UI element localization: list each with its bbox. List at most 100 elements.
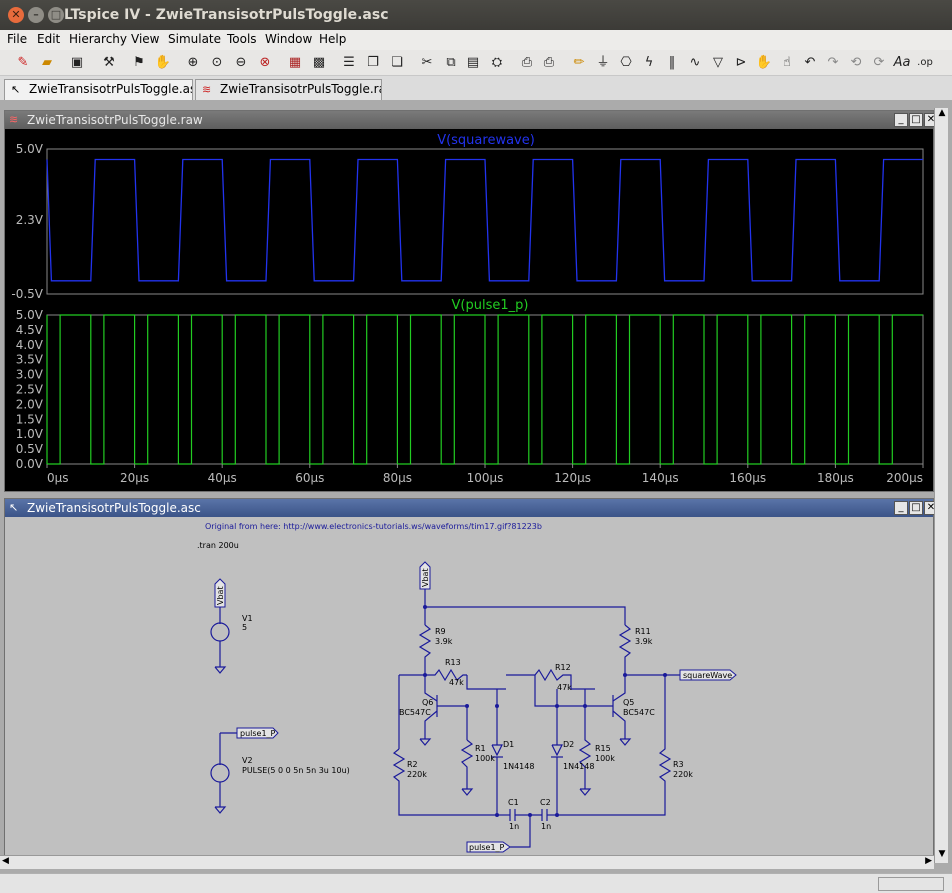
xtick-label: 0µs: [47, 471, 69, 485]
tab-waveform[interactable]: ≋ ZwieTransisotrPulsToggle.raw: [195, 79, 382, 100]
capacitor-icon[interactable]: ‖: [668, 55, 676, 70]
redo-icon[interactable]: ↷: [827, 55, 839, 70]
maximize-button[interactable]: □: [909, 501, 923, 515]
zoom-out-icon[interactable]: ⊖: [235, 55, 247, 70]
undo-icon[interactable]: ↶: [804, 55, 816, 70]
svg-text:pulse1_P: pulse1_P: [469, 843, 505, 852]
top-ytick-label: 5.0V: [16, 142, 44, 156]
r15-value: 100k: [595, 754, 615, 763]
paste-icon[interactable]: ▤: [466, 55, 480, 70]
squarewave-flag[interactable]: squareWave: [679, 669, 737, 681]
horizontal-scrollbar[interactable]: ◀ ▶: [0, 855, 934, 869]
bottom-ytick-label: 4.0V: [16, 338, 44, 352]
zoom-in-icon[interactable]: ⊕: [187, 55, 199, 70]
bottom-ytick-label: 3.0V: [16, 368, 44, 382]
open-folder-icon[interactable]: ▰: [42, 55, 52, 70]
r13-name: R13: [445, 658, 461, 667]
component-icon[interactable]: ⊳: [735, 55, 747, 70]
menu-hierarchy[interactable]: Hierarchy: [69, 32, 128, 46]
waveform-plot[interactable]: V(squarewave) 5.0V2.3V-0.5V V(pulse1_p) …: [5, 129, 933, 491]
rotate-icon[interactable]: ⟲: [850, 55, 862, 70]
tab-schematic-label: ZwieTransisotrPulsToggle.asc: [29, 82, 193, 96]
spice-directive-icon[interactable]: .op: [917, 57, 933, 68]
print-setup-icon[interactable]: ⎙: [521, 55, 533, 70]
scroll-right-icon[interactable]: ▶: [925, 856, 932, 866]
autorange-icon[interactable]: ▦: [288, 55, 302, 70]
toolbar: ✎ ▰ ▣ ⚒ ⚑ ✋ ⊕ ⊙ ⊖ ⊗ ▦ ▩ ☰ ❐ ❏ ✂ ⧉ ▤ ⛭ ⎙ …: [0, 50, 952, 76]
control-panel-icon[interactable]: ⚒: [103, 55, 115, 70]
tran-directive[interactable]: .tran 200u: [197, 541, 239, 550]
menu-help[interactable]: Help: [319, 32, 347, 46]
cascade-icon[interactable]: ❐: [367, 55, 379, 70]
r12-value: 47k: [557, 683, 572, 692]
pulse-flag-2[interactable]: pulse1_P: [466, 841, 511, 853]
q6-name: Q6: [422, 698, 433, 707]
svg-text:Vbat: Vbat: [421, 568, 430, 587]
xtick-label: 40µs: [208, 471, 237, 485]
mirror-icon[interactable]: ⟳: [873, 55, 885, 70]
vertical-scrollbar[interactable]: ▲ ▼: [934, 108, 948, 863]
inductor-icon[interactable]: ∿: [689, 55, 701, 70]
r15-name: R15: [595, 744, 611, 753]
r3-value: 220k: [673, 770, 693, 779]
r11-name: R11: [635, 627, 651, 636]
zoom-pan-icon[interactable]: ⊙: [211, 55, 223, 70]
print-icon[interactable]: ⎙: [543, 55, 555, 70]
schematic-canvas[interactable]: V1 5 V2 PULSE(5 0 0 5n 5n 3u 10u) R9 3.9…: [5, 517, 933, 855]
svg-text:pulse1_P: pulse1_P: [240, 729, 276, 738]
v2-value: PULSE(5 0 0 5n 5n 3u 10u): [242, 766, 350, 775]
minimize-button[interactable]: _: [894, 113, 908, 127]
c2-name: C2: [540, 798, 551, 807]
run-icon[interactable]: ⚑: [133, 55, 145, 70]
copy-icon[interactable]: ⧉: [446, 55, 456, 70]
ground-icon[interactable]: ⏚: [596, 55, 610, 70]
tile-vertical-icon[interactable]: ❏: [391, 55, 403, 70]
vbat-flag-1[interactable]: Vbat: [214, 578, 226, 608]
move-icon[interactable]: ✋: [755, 55, 773, 70]
bottom-ytick-label: 1.5V: [16, 412, 44, 426]
waveform-window-titlebar: ≋ ZwieTransisotrPulsToggle.raw _ □ ✕: [5, 111, 938, 129]
find-icon[interactable]: ⛭: [491, 55, 503, 70]
menu-edit[interactable]: Edit: [37, 32, 61, 46]
menu-view[interactable]: View: [131, 32, 160, 46]
minimize-window-button[interactable]: –: [28, 7, 44, 23]
drag-icon[interactable]: ☝: [783, 55, 791, 70]
pulse-flag-1[interactable]: pulse1_P: [236, 727, 279, 739]
source-comment[interactable]: Original from here: http://www.electroni…: [205, 522, 542, 531]
menu-simulate[interactable]: Simulate: [168, 32, 222, 46]
tab-schematic[interactable]: ↖ ZwieTransisotrPulsToggle.asc: [4, 79, 193, 100]
minimize-button[interactable]: _: [894, 501, 908, 515]
waveform-icon: ≋: [202, 83, 212, 96]
menu-window[interactable]: Window: [265, 32, 313, 46]
menu-bar: File Edit Hierarchy View Simulate Tools …: [0, 30, 952, 50]
menu-file[interactable]: File: [7, 32, 28, 46]
draw-wire-icon[interactable]: ✏: [573, 55, 585, 70]
r13-value: 47k: [449, 678, 464, 687]
xtick-label: 120µs: [554, 471, 591, 485]
tile-horizontal-icon[interactable]: ☰: [343, 55, 355, 70]
bottom-ytick-label: 4.5V: [16, 323, 44, 337]
text-icon[interactable]: Aa: [893, 55, 911, 70]
cut-icon[interactable]: ✂: [421, 55, 433, 70]
halt-icon[interactable]: ✋: [154, 55, 172, 70]
zoom-fit-icon[interactable]: ⊗: [259, 55, 271, 70]
close-window-button[interactable]: ✕: [8, 7, 24, 23]
xtick-label: 80µs: [383, 471, 412, 485]
cursor-icon[interactable]: ▩: [312, 55, 326, 70]
maximize-window-button[interactable]: □: [48, 7, 64, 23]
r1-value: 100k: [475, 754, 495, 763]
maximize-button[interactable]: □: [909, 113, 923, 127]
svg-text:squareWave: squareWave: [683, 671, 732, 680]
v2-name: V2: [242, 756, 253, 765]
scroll-up-icon[interactable]: ▲: [938, 108, 946, 118]
mdi-area: ≋ ZwieTransisotrPulsToggle.raw _ □ ✕ V(s…: [0, 100, 952, 893]
scroll-left-icon[interactable]: ◀: [2, 856, 9, 866]
label-net-icon[interactable]: ⎔: [620, 55, 632, 70]
menu-tools[interactable]: Tools: [227, 32, 257, 46]
save-icon[interactable]: ▣: [70, 55, 84, 70]
vbat-flag-2[interactable]: Vbat: [419, 561, 431, 590]
diode-icon[interactable]: ▽: [713, 55, 723, 70]
scroll-down-icon[interactable]: ▼: [938, 849, 946, 859]
new-schematic-icon[interactable]: ✎: [17, 55, 29, 70]
resistor-icon[interactable]: ϟ: [644, 55, 654, 70]
